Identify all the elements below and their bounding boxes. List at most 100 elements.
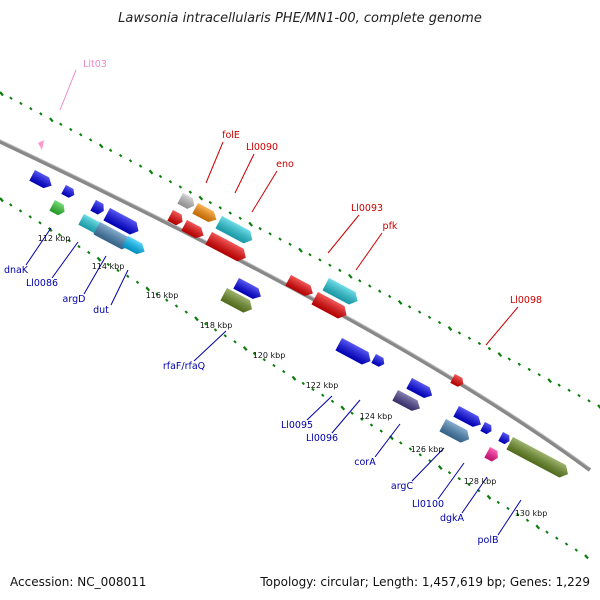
scale-tick [165, 298, 169, 302]
reverse-gene-label: dgkA [440, 513, 465, 524]
scale-tick [437, 465, 443, 470]
scale-tick [228, 211, 232, 215]
scale-label: 114 kbp [92, 262, 125, 271]
scale-tick [301, 381, 305, 386]
gene-block [506, 437, 568, 478]
scale-tick [418, 453, 422, 457]
gene-block [439, 419, 470, 443]
scale-tick [28, 215, 32, 219]
scale-tick [67, 238, 71, 243]
scale-tick [358, 279, 362, 283]
scale-tick [0, 197, 4, 203]
scale-tick [369, 423, 374, 427]
gene-block [484, 447, 498, 462]
gene-block [335, 338, 371, 365]
gene-block [453, 406, 481, 427]
scale-tick [252, 351, 257, 356]
scale-tick [238, 216, 242, 220]
gene-block [371, 354, 385, 367]
forward-gene-label: Ll0090 [246, 142, 278, 153]
map-title: Lawsonia intracellularis PHE/MN1-00, com… [118, 11, 482, 26]
topology-text: Topology: circular; Length: 1,457,619 bp… [259, 575, 590, 589]
scale-tick [399, 441, 403, 445]
scale-tick [457, 331, 462, 335]
scale-tick [311, 387, 315, 392]
scale-tick [138, 164, 143, 168]
gene-block [181, 220, 204, 239]
scale-tick [417, 310, 422, 314]
scale-tick [208, 200, 213, 205]
scale-tick [457, 476, 461, 481]
scale-tick [535, 524, 541, 530]
scale-tick [350, 411, 354, 415]
reverse-scale-ticks [0, 197, 589, 560]
scale-tick [87, 250, 91, 255]
scale-tick [347, 273, 353, 279]
scale-label: 126 kbp [411, 445, 444, 454]
scale-tick [79, 133, 83, 137]
scale-tick [298, 247, 303, 253]
scale-label: 122 kbp [306, 381, 339, 390]
gene-block [90, 200, 104, 215]
gene-block [29, 170, 52, 189]
scale-tick [547, 378, 553, 384]
scale-tick [135, 280, 140, 285]
scale-tick [379, 429, 383, 433]
accession-text: Accession: NC_008011 [10, 575, 146, 589]
gene-block [285, 275, 313, 296]
scale-tick [487, 346, 492, 351]
scale-tick [242, 346, 248, 351]
scale-tick [9, 203, 13, 207]
scale-tick [447, 326, 453, 331]
scale-label: 120 kbp [253, 351, 286, 360]
genome-backbone [0, 139, 592, 472]
leader-line [355, 232, 383, 271]
scale-tick [38, 221, 42, 225]
gene-block [311, 292, 347, 319]
scale-tick [564, 542, 569, 546]
leader-line [83, 255, 107, 295]
gene-track [29, 140, 568, 478]
gene-block [450, 374, 464, 387]
forward-scale-ticks [0, 91, 600, 410]
scale-tick [378, 289, 382, 293]
leader-line [234, 153, 255, 194]
scale-tick [204, 322, 208, 326]
scale-tick [321, 393, 325, 398]
scale-tick [308, 253, 312, 257]
scale-tick [467, 482, 471, 487]
scale-tick [525, 518, 530, 523]
scale-tick [148, 169, 154, 175]
scale-tick [272, 363, 276, 368]
scale-tick [516, 512, 520, 517]
scale-tick [555, 536, 559, 540]
gene-block [233, 278, 261, 299]
scale-label: 128 kbp [464, 477, 497, 486]
scale-tick [118, 153, 123, 158]
leader-line [59, 69, 77, 111]
leader-line [193, 330, 227, 362]
scale-tick [168, 179, 173, 184]
leader-line [25, 227, 52, 266]
scale-tick [291, 375, 297, 381]
reverse-gene-label: argC [391, 481, 414, 492]
scale-label: 118 kbp [200, 321, 233, 330]
scale-tick [477, 341, 482, 346]
gene-block [406, 378, 433, 398]
leader-line [110, 269, 129, 306]
gene-block [215, 216, 253, 244]
gene-block [480, 422, 492, 435]
scale-tick [387, 294, 392, 299]
scale-tick [29, 106, 33, 111]
scale-tick [278, 237, 282, 241]
gene-block [122, 236, 145, 255]
scale-tick [288, 242, 292, 246]
gene-block [220, 288, 252, 313]
scale-tick [158, 174, 163, 179]
leader-line [251, 170, 278, 213]
gene-block [103, 208, 139, 235]
leader-line [51, 241, 79, 279]
scale-tick [340, 405, 346, 411]
forward-gene-label: Ll0098 [510, 295, 542, 306]
